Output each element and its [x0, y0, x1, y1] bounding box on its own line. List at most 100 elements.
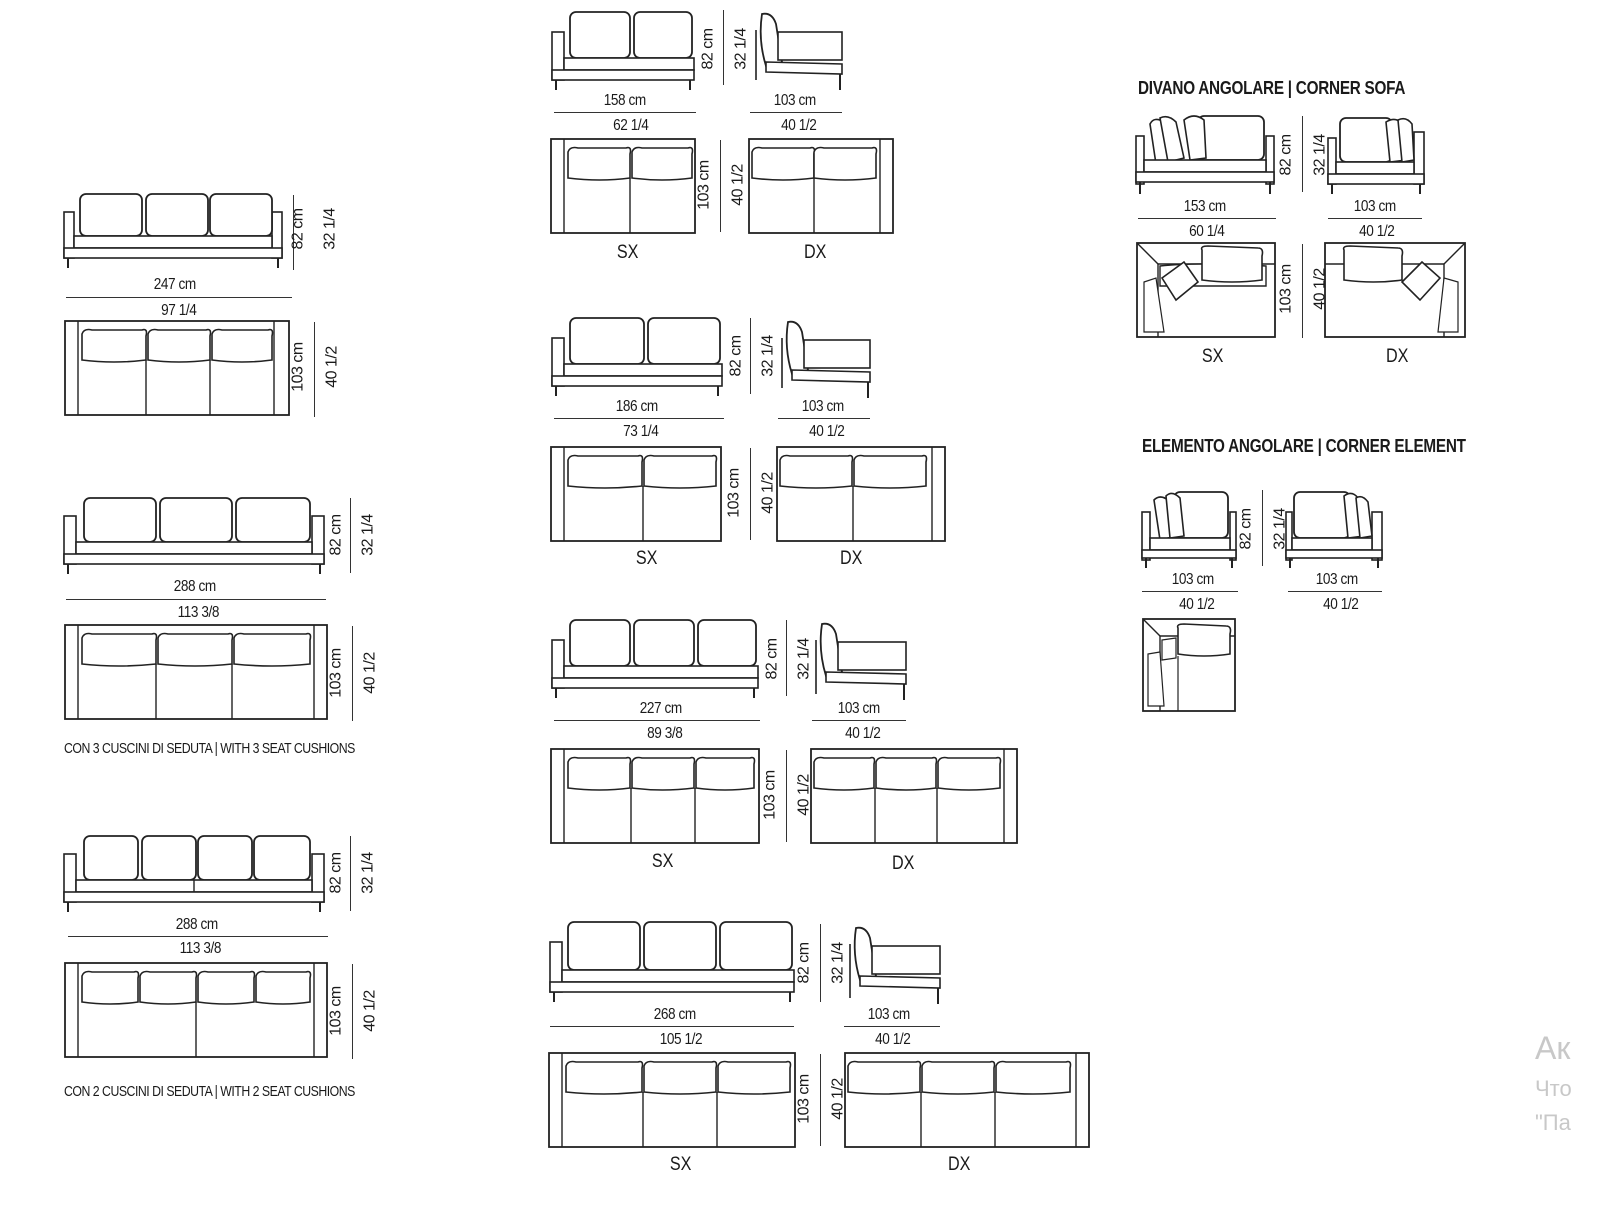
depth-in-label: 40 1/2: [361, 652, 379, 694]
width-cm-label: 103 cm: [1171, 571, 1214, 588]
height-in-label: 32 1/4: [759, 335, 777, 377]
width-cm-label: 103 cm: [801, 398, 844, 415]
sx-label: SX: [669, 1154, 692, 1175]
height-cm-label: 82 cm: [327, 852, 345, 894]
corner-chair-186-front-view: [781, 320, 871, 398]
depth-cm-label: 103 cm: [725, 468, 743, 518]
width-cm-label: 288 cm: [175, 916, 218, 933]
corner-sofa-dx-top-view: [1324, 242, 1466, 338]
sx-label: SX: [616, 242, 639, 263]
sofa-227-sx-top-view: [550, 748, 760, 844]
depth-cm-label: 103 cm: [795, 1074, 813, 1124]
depth-in-label: 40 1/2: [729, 164, 747, 206]
height-cm-label: 82 cm: [289, 208, 307, 250]
sofa-247-front-view: [63, 193, 283, 268]
depth-cm-label: 103 cm: [1277, 264, 1295, 314]
corner-element-top-view: [1142, 618, 1236, 712]
sofa-227-dx-top-view: [810, 748, 1018, 844]
width-cm-label: 103 cm: [1315, 571, 1358, 588]
corner-element-front-view-right: [1285, 491, 1383, 568]
depth-cm-label: 103 cm: [695, 160, 713, 210]
sx-label: SX: [651, 851, 674, 872]
width-in-label: 73 1/4: [623, 423, 659, 440]
depth-in-label: 40 1/2: [323, 346, 341, 388]
width-in-label: 105 1/2: [659, 1031, 703, 1048]
height-in-label: 32 1/4: [321, 208, 339, 250]
depth-cm-label: 103 cm: [327, 648, 345, 698]
width-in-label: 40 1/2: [1359, 223, 1395, 240]
corner-chair-158-front-view: [755, 12, 843, 90]
sofa-158-sx-top-view: [550, 138, 696, 234]
sofa-186-sx-top-view: [550, 446, 722, 542]
corner-element-title: ELEMENTO ANGOLARE | CORNER ELEMENT: [1142, 436, 1466, 456]
sofa-268-front-view: [549, 921, 795, 1002]
width-in-label: 60 1/4: [1189, 223, 1225, 240]
height-cm-label: 82 cm: [727, 335, 745, 377]
width-cm-label: 103 cm: [773, 92, 816, 109]
width-cm-label: 158 cm: [603, 92, 646, 109]
width-cm-label: 103 cm: [867, 1006, 910, 1023]
corner-sofa-sx-front-view: [1135, 115, 1275, 194]
corner-chair-268-front-view: [849, 926, 941, 1004]
width-cm-label: 103 cm: [837, 700, 880, 717]
dx-label: DX: [947, 1154, 971, 1175]
corner-sofa-sx-top-view: [1136, 242, 1276, 338]
width-in-label: 62 1/4: [613, 117, 649, 134]
width-cm-label: 153 cm: [1183, 198, 1226, 215]
sx-label: SX: [635, 548, 658, 569]
width-cm-label: 268 cm: [653, 1006, 696, 1023]
width-in-label: 40 1/2: [1179, 596, 1215, 613]
three-cushions-note: CON 3 CUSCINI DI SEDUTA | WITH 3 SEAT CU…: [64, 740, 355, 757]
width-cm-label: 227 cm: [639, 700, 682, 717]
width-in-label: 113 3/8: [179, 940, 222, 957]
depth-in-label: 40 1/2: [361, 990, 379, 1032]
corner-sofa-title: DIVANO ANGOLARE | CORNER SOFA: [1138, 78, 1406, 98]
width-in-label: 40 1/2: [875, 1031, 911, 1048]
height-cm-label: 82 cm: [763, 638, 781, 680]
width-in-label: 89 3/8: [647, 725, 683, 742]
sofa-268-sx-top-view: [548, 1052, 796, 1148]
dx-label: DX: [1385, 346, 1409, 367]
depth-cm-label: 103 cm: [761, 770, 779, 820]
sofa-186-front-view: [551, 317, 723, 396]
depth-cm-label: 103 cm: [289, 342, 307, 392]
height-cm-label: 82 cm: [1277, 134, 1295, 176]
width-cm-label: 247 cm: [153, 276, 196, 293]
two-cushions-note: CON 2 CUSCINI DI SEDUTA | WITH 2 SEAT CU…: [64, 1083, 355, 1100]
corner-chair-227-front-view: [815, 622, 907, 700]
sx-label: SX: [1201, 346, 1224, 367]
corner-element-front-view-left: [1141, 491, 1237, 568]
sofa-268-dx-top-view: [844, 1052, 1090, 1148]
watermark-line-2: Что: [1535, 1076, 1572, 1101]
sofa-288-3-cushion-front-view: [63, 497, 325, 574]
width-in-label: 40 1/2: [1323, 596, 1359, 613]
height-cm-label: 82 cm: [327, 514, 345, 556]
sofa-186-dx-top-view: [776, 446, 946, 542]
height-cm-label: 82 cm: [699, 28, 717, 70]
width-in-label: 40 1/2: [845, 725, 881, 742]
watermark-line-3: "Па: [1535, 1110, 1571, 1135]
dx-label: DX: [803, 242, 827, 263]
sofa-227-front-view: [551, 619, 759, 698]
corner-sofa-dx-front-view: [1327, 117, 1425, 194]
watermark-line-1: Ак: [1535, 1030, 1571, 1066]
dx-label: DX: [891, 853, 915, 874]
width-in-label: 97 1/4: [161, 302, 197, 319]
sofa-288-2-cushion-front-view: [63, 835, 325, 912]
width-cm-label: 103 cm: [1353, 198, 1396, 215]
height-cm-label: 82 cm: [795, 942, 813, 984]
width-in-label: 40 1/2: [781, 117, 817, 134]
sofa-158-dx-top-view: [748, 138, 894, 234]
height-in-label: 32 1/4: [359, 514, 377, 556]
height-in-label: 32 1/4: [359, 852, 377, 894]
depth-cm-label: 103 cm: [327, 986, 345, 1036]
width-cm-label: 288 cm: [173, 578, 216, 595]
sofa-288-3-cushion-top-view: [64, 624, 328, 720]
sofa-158-front-view: [551, 11, 695, 90]
dx-label: DX: [839, 548, 863, 569]
height-cm-label: 82 cm: [1237, 508, 1255, 550]
width-in-label: 113 3/8: [177, 604, 220, 621]
sofa-288-2-cushion-top-view: [64, 962, 328, 1058]
height-in-label: 32 1/4: [732, 28, 750, 70]
width-in-label: 40 1/2: [809, 423, 845, 440]
